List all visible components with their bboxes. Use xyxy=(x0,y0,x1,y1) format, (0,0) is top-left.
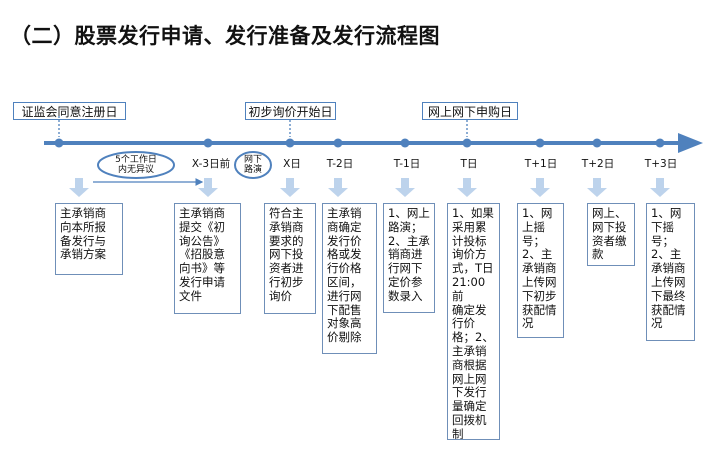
step-box-subscription: 1、如果 采用累 计投标 询价方 式，T日 21:00前 确定发 行价 格；2、… xyxy=(447,203,500,440)
down-arrow xyxy=(650,178,670,197)
step-box-roadshow: 1、网上 路演； 2、主承 销商进 行网下 定价参 数录入 xyxy=(383,203,435,313)
oval-note-border xyxy=(97,151,175,179)
down-arrow xyxy=(198,178,218,197)
step-box-filing: 主承销商 向本所报 备发行与 承销方案 xyxy=(55,203,123,275)
milestone-subscription: 网上网下申购日 xyxy=(422,102,518,120)
date-label: T-2日 xyxy=(326,158,354,170)
date-label: X-3日前 xyxy=(191,158,231,170)
step-box-lottery-offline: 1、网 下摇 号； 2、主 承销商 上传网 下最终 获配情 况 xyxy=(646,203,695,341)
timeline-dot xyxy=(285,138,295,148)
step-box-payment: 网上、 网下投 资者缴 款 xyxy=(587,203,635,266)
timeline-dot xyxy=(333,138,343,148)
step-box-initial-inquiry: 符合主 承销商 要求的 网下投 资者进 行初步 询价 xyxy=(264,203,316,314)
timeline-dot xyxy=(592,138,602,148)
step-box-lottery-online: 1、网 上摇 号； 2、主 承销商 上传网 下初步 获配情 况 xyxy=(517,203,564,338)
step-box-pricing: 主承销 商确定 发行价 格或发 行价格 区间， 进行网 下配售 对象高 价剔除 xyxy=(322,203,377,354)
timeline-dot xyxy=(462,138,472,148)
timeline-dot xyxy=(400,138,410,148)
date-label: T+2日 xyxy=(581,158,615,170)
timeline-dot xyxy=(54,138,64,148)
down-arrow xyxy=(457,178,477,197)
down-arrow xyxy=(280,178,300,197)
step-box-application-docs: 主承销商 提交《初 询公告》 《招股意 向书》等 发行申请 文件 xyxy=(174,203,241,314)
down-arrow xyxy=(328,178,348,197)
date-label: T+3日 xyxy=(644,158,678,170)
down-arrow xyxy=(587,178,607,197)
date-label: T+1日 xyxy=(524,158,558,170)
date-label: X日 xyxy=(283,158,301,170)
timeline-dot xyxy=(655,138,665,148)
milestone-inquiry-start: 初步询价开始日 xyxy=(245,102,336,120)
oval-note-border xyxy=(234,151,272,179)
down-arrow xyxy=(530,178,550,197)
date-label: T-1日 xyxy=(393,158,421,170)
timeline-dot xyxy=(535,138,545,148)
oval-note-roadshow: 网下 路演 xyxy=(243,155,262,175)
down-arrow xyxy=(395,178,415,197)
down-arrow xyxy=(69,178,89,197)
date-label: T日 xyxy=(460,158,478,170)
down-arrows xyxy=(69,178,670,197)
milestone-registration: 证监会同意注册日 xyxy=(13,102,126,120)
timeline-dot xyxy=(203,138,213,148)
timeline-arrowhead xyxy=(678,133,703,153)
page-title: （二）股票发行申请、发行准备及发行流程图 xyxy=(10,24,440,48)
oval-note-working-days: 5个工作日 内无异议 xyxy=(115,155,157,175)
